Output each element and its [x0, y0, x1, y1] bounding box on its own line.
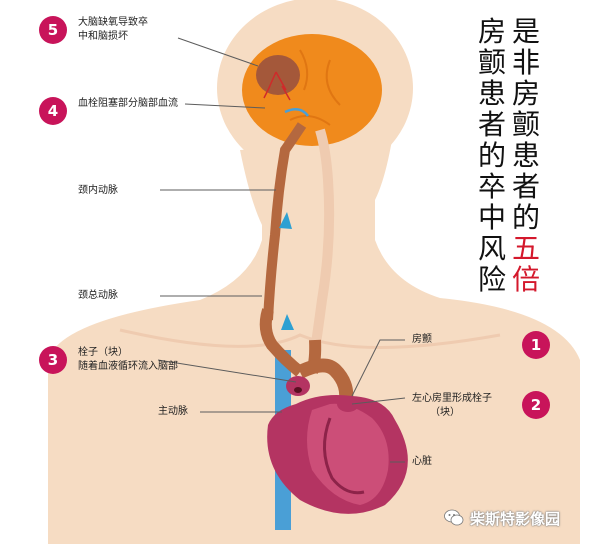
watermark-text: 柴斯特影像园: [470, 509, 561, 528]
step-1-badge: 1: [522, 331, 550, 359]
headline-emphasis: 五: [511, 232, 540, 265]
step-5-label: 大脑缺氧导致卒 中和脑损坏: [78, 17, 148, 42]
step-2-label: 左心房里形成栓子 （块）: [412, 393, 492, 418]
step-2-badge: 2: [522, 391, 550, 419]
aorta-label: 主动脉: [158, 406, 188, 417]
headline-right-column: 是 非 房 颤 患 者 的 五 倍: [511, 15, 540, 296]
common-carotid-label: 颈总动脉: [78, 290, 118, 301]
internal-carotid-label: 颈内动脉: [78, 185, 118, 196]
step-1-label: 房颤: [412, 334, 432, 345]
step-5-badge: 5: [39, 16, 67, 44]
headline-left-column: 房 颤 患 者 的 卒 中 风 险: [477, 15, 506, 296]
heart: [267, 376, 408, 514]
wechat-icon: [444, 509, 464, 526]
carotid-arteries: [259, 122, 354, 407]
heart-label: 心脏: [412, 456, 432, 467]
step-4-badge: 4: [39, 97, 67, 125]
step-4-label: 血栓阻塞部分脑部血流: [78, 98, 178, 109]
brain: [242, 34, 382, 146]
watermark: 柴斯特影像园: [444, 506, 560, 530]
leader-lines: [157, 37, 406, 463]
step-3-badge: 3: [39, 346, 67, 374]
step-3-label: 栓子（块） 随着血液循环流入脑部: [78, 347, 178, 372]
